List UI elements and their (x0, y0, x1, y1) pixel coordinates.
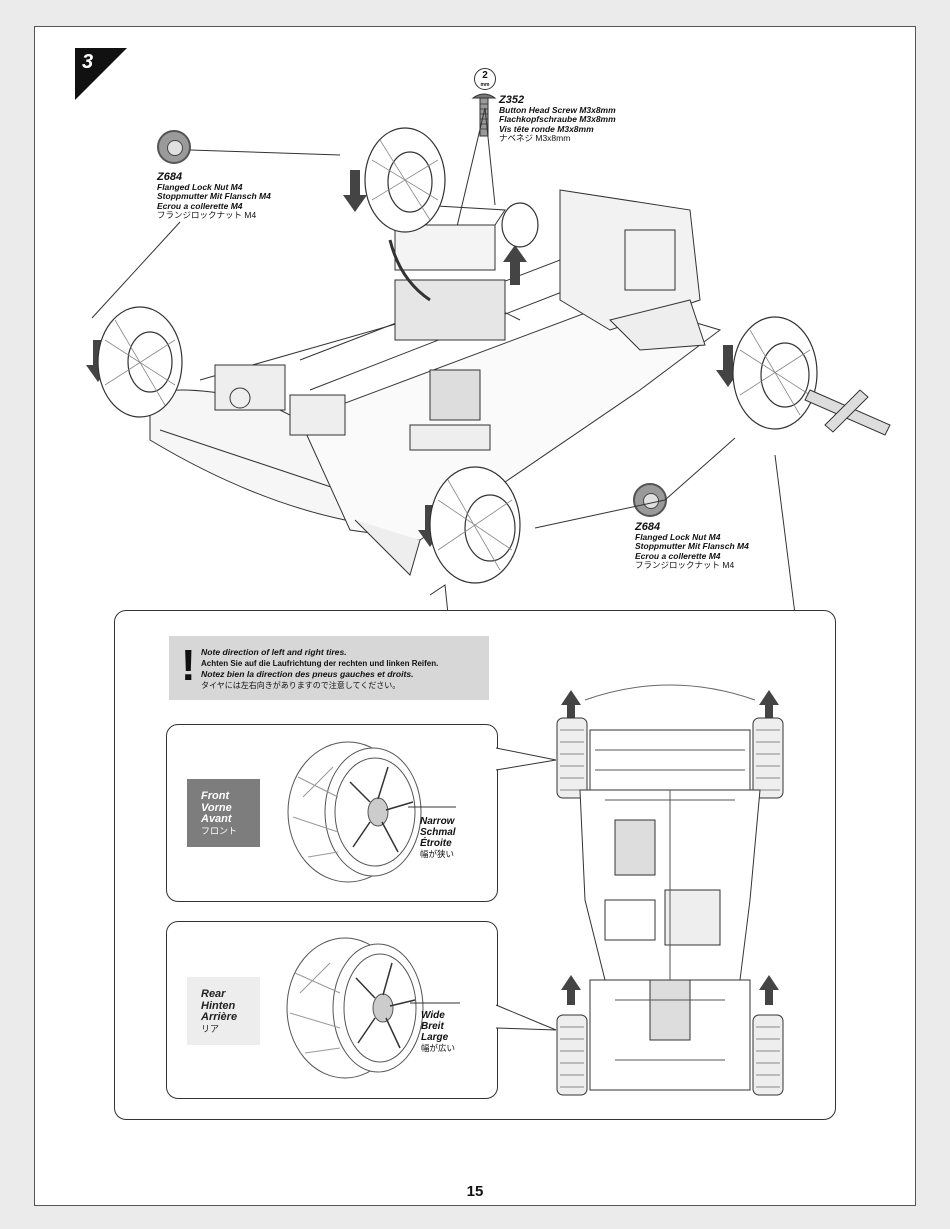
page-number: 15 (466, 1183, 484, 1200)
rear-jp: リア (201, 1023, 220, 1034)
nut-right-callout: Z684 Flanged Lock Nut M4 Stoppmutter Mit… (635, 521, 749, 571)
step-number: 3 (82, 51, 94, 73)
lock-nut-icon (157, 130, 191, 164)
nut-right-de: Stoppmutter Mit Flansch M4 (635, 541, 749, 551)
warning-jp: タイヤには左右向きがありますので注意してください。 (201, 681, 401, 690)
nut-top-fr: Ecrou a collerette M4 (157, 200, 243, 211)
nut-right-jp: フランジロックナット M4 (635, 560, 735, 570)
rear-de: Hinten (201, 999, 236, 1012)
nut-top-en: Flanged Lock Nut M4 (157, 181, 243, 192)
screw-name-fr: Vis tête ronde M3x8mm (499, 123, 594, 134)
front-width-label: Narrow Schmal Étroite 幅が狭い (420, 816, 456, 860)
screw-name-en: Button Head Screw M3x8mm (499, 104, 616, 115)
arrow-up-icon (561, 690, 581, 720)
nut-top-jp: フランジロックナット M4 (157, 210, 257, 220)
front-width-en: Narrow (420, 816, 455, 827)
front-fr: Avant (201, 813, 232, 825)
front-label: Front Vorne Avant フロント (187, 779, 260, 847)
warning-fr: Notez bien la direction des pneus gauche… (201, 669, 414, 679)
front-en: Front (201, 790, 230, 802)
step-tab (75, 48, 127, 100)
rear-width-en: Wide (421, 1010, 445, 1021)
warning-icon: ! (181, 641, 196, 690)
front-tire-icon (287, 741, 456, 883)
rear-label: Rear Hinten Arrière リア (187, 977, 260, 1045)
nut-top-code: Z684 (157, 171, 183, 183)
screw-code: Z352 (499, 94, 525, 106)
nut-right-en: Flanged Lock Nut M4 (635, 531, 721, 542)
nut-right-code: Z684 (635, 521, 661, 533)
front-width-jp: 幅が狭い (420, 849, 455, 859)
screw-icon (471, 93, 497, 137)
nut-top-de: Stoppmutter Mit Flansch M4 (157, 191, 271, 201)
chassis-assembly-illustration (86, 107, 891, 615)
screw-name-de: Flachkopfschraube M3x8mm (499, 114, 616, 124)
rear-fr: Arrière (201, 1011, 238, 1023)
tool-unit: mm (480, 82, 490, 88)
front-jp: フロント (201, 825, 238, 836)
pointer-lines (495, 747, 557, 1031)
warning-en: Note direction of left and right tires. (201, 647, 347, 657)
nut-top-callout: Z684 Flanged Lock Nut M4 Stoppmutter Mit… (157, 171, 271, 221)
nut-right-fr: Ecrou a collerette M4 (635, 550, 721, 561)
warning-de: Achten Sie auf die Laufrichtung der rech… (201, 659, 439, 668)
chassis-top-view-illustration (556, 684, 784, 1096)
screw-part-callout: Z352 Button Head Screw M3x8mm Flachkopfs… (499, 94, 616, 144)
rear-width-fr: Large (421, 1032, 449, 1043)
rear-en: Rear (201, 988, 226, 1000)
lock-nut-icon (633, 483, 667, 517)
front-de: Vorne (201, 801, 232, 814)
warning-note: ! Note direction of left and right tires… (169, 636, 489, 700)
rear-width-jp: 幅が広い (421, 1043, 456, 1053)
front-width-de: Schmal (420, 827, 456, 838)
rear-tire-icon (286, 937, 460, 1079)
front-width-fr: Étroite (420, 838, 452, 849)
tool-size: 2 (482, 70, 488, 81)
rear-width-de: Breit (421, 1021, 444, 1032)
screw-name-jp: ナベネジ M3x8mm (499, 133, 571, 143)
rear-width-label: Wide Breit Large 幅が広い (421, 1010, 455, 1054)
hex-wrench-size-icon: 2 mm (474, 68, 496, 90)
